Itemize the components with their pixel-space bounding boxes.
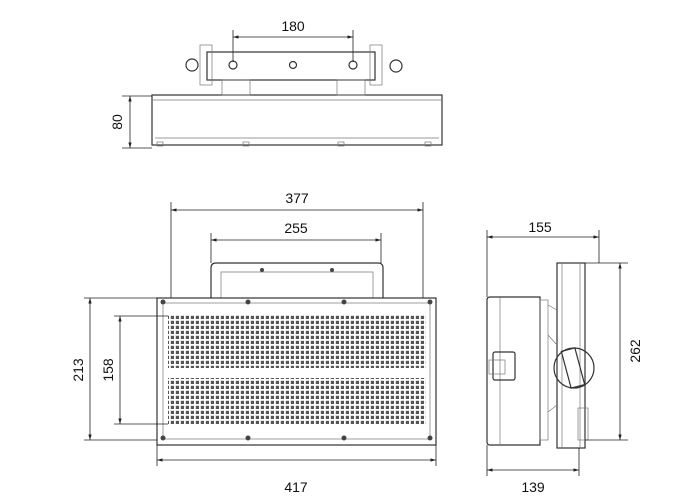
dimension-label-80: 80 (109, 114, 125, 130)
led-panel-lower (168, 378, 426, 425)
dimension-label-377: 377 (285, 190, 309, 206)
side-bracket-arm (556, 262, 586, 449)
dimension-label-155: 155 (528, 219, 552, 235)
side-view: 155 262 139 (486, 219, 643, 495)
front-view: 377 255 213 158 417 (70, 190, 437, 495)
knob-icon (389, 59, 403, 73)
front-housing (156, 297, 437, 446)
dimension-label-255: 255 (284, 220, 308, 236)
top-bracket (206, 51, 376, 81)
top-housing (151, 94, 443, 146)
led-panel-upper (168, 315, 426, 368)
side-latch (492, 351, 516, 381)
dimension-label-158: 158 (100, 358, 116, 382)
mount-hole-icon (228, 60, 238, 70)
dimension-label-139: 139 (521, 479, 545, 495)
knob-icon (185, 58, 199, 72)
dimension-label-417: 417 (284, 479, 308, 495)
dimension-label-180: 180 (281, 18, 305, 34)
front-bracket (210, 262, 384, 298)
tilt-knob-icon (553, 347, 595, 389)
mount-hole-icon (348, 60, 358, 70)
dimension-label-213: 213 (70, 358, 86, 382)
dimension-label-262: 262 (627, 339, 643, 363)
side-housing (486, 296, 541, 446)
top-view: 180 80 (109, 18, 443, 149)
